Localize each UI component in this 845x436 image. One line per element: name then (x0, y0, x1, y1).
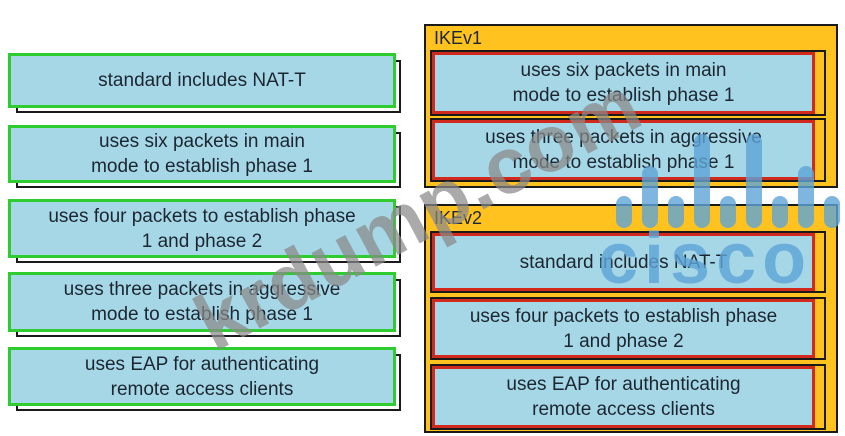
dropped-option-ikev2-1[interactable]: standard includes NAT-T (430, 231, 826, 293)
option-label: uses three packets in aggressive mode to… (63, 279, 341, 325)
group-ikev2[interactable]: IKEv2 standard includes NAT-T uses four … (424, 204, 838, 433)
option-label: standard includes NAT-T (98, 70, 306, 91)
dropped-option-ikev1-1[interactable]: uses six packets in main mode to establi… (430, 50, 826, 116)
source-option-1[interactable]: standard includes NAT-T (8, 53, 401, 113)
source-option-2[interactable]: uses six packets in main mode to establi… (8, 125, 401, 188)
option-label: uses three packets in aggressive mode to… (485, 127, 762, 173)
group-ikev2-label: IKEv2 (434, 208, 483, 228)
source-option-5[interactable]: uses EAP for authenticating remote acces… (8, 347, 401, 411)
option-label: uses six packets in main mode to establi… (512, 60, 735, 106)
option-label: standard includes NAT-T (519, 251, 728, 273)
source-option-4[interactable]: uses three packets in aggressive mode to… (8, 272, 401, 337)
option-label: uses EAP for authenticating remote acces… (506, 374, 741, 420)
group-ikev1-label: IKEv1 (434, 28, 483, 48)
option-label: uses EAP for authenticating remote acces… (84, 353, 320, 400)
source-option-3[interactable]: uses four packets to establish phase 1 a… (8, 199, 401, 263)
dropped-option-ikev1-2[interactable]: uses three packets in aggressive mode to… (430, 118, 826, 182)
option-label: uses four packets to establish phase 1 a… (48, 205, 356, 252)
group-ikev1[interactable]: IKEv1 uses six packets in main mode to e… (424, 24, 838, 188)
dropped-option-ikev2-3[interactable]: uses EAP for authenticating remote acces… (430, 364, 826, 430)
dropped-option-ikev2-2[interactable]: uses four packets to establish phase 1 a… (430, 297, 826, 360)
option-label: uses four packets to establish phase 1 a… (469, 305, 778, 352)
option-label: uses six packets in main mode to establi… (91, 131, 313, 177)
